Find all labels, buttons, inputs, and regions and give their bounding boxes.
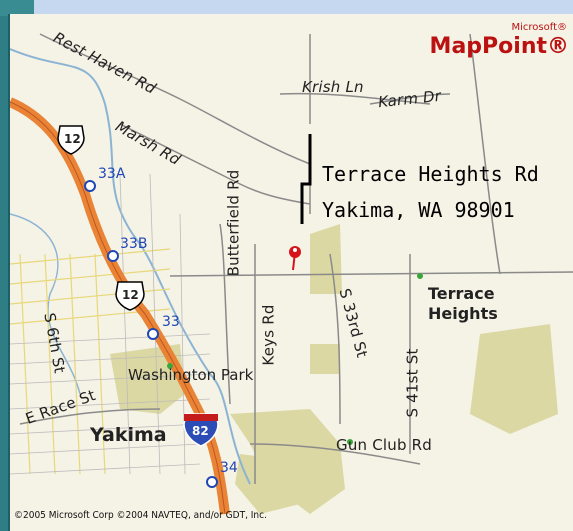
city-grid <box>10 248 171 475</box>
park-south <box>230 409 345 514</box>
park-areas <box>110 224 558 514</box>
route12-shield-a <box>57 125 85 155</box>
exit-label-34: 34 <box>220 460 238 476</box>
washington-park-dot <box>167 363 173 369</box>
exit-label-33a: 33A <box>98 166 126 182</box>
exit-label-33b: 33B <box>120 236 148 252</box>
address-line-1: Terrace Heights Rd <box>322 162 539 186</box>
river <box>10 48 251 485</box>
exit-markers <box>84 180 218 488</box>
place-label-terrace: Terrace <box>428 284 495 303</box>
exit-33-marker <box>147 328 159 340</box>
park-terrace-west <box>310 224 342 294</box>
i82-shield <box>183 413 219 447</box>
address-line-2: Yakima, WA 98901 <box>322 198 515 222</box>
route-12-label-a: 12 <box>64 132 81 146</box>
creek <box>10 213 81 395</box>
place-label-heights: Heights <box>428 304 498 323</box>
terrace-heights-dot <box>417 273 423 279</box>
exit-33a-marker <box>84 180 96 192</box>
route12-shield-b <box>115 281 145 311</box>
map-canvas <box>10 33 573 515</box>
route-12-label-b: 12 <box>122 288 139 302</box>
microsoft-brand: Microsoft® <box>511 22 567 33</box>
place-label-washington-park: Washington Park <box>128 366 254 384</box>
mappoint-logo: MapPoint® <box>429 34 569 59</box>
park-washington <box>110 344 185 414</box>
park-south-2 <box>235 454 300 514</box>
map-view[interactable]: Microsoft® MapPoint® Terrace Heights Rd … <box>8 14 573 531</box>
road-label-krish: Krish Ln <box>302 78 364 96</box>
exit-label-33: 33 <box>162 314 180 330</box>
road-label-butterfield: Butterfield Rd <box>224 169 243 277</box>
place-label-yakima: Yakima <box>90 424 167 446</box>
copyright-notice: ©2005 Microsoft Corp ©2004 NAVTEQ, and/o… <box>14 510 267 521</box>
park-small <box>310 344 340 374</box>
park-east <box>470 324 558 434</box>
road-label-keys: Keys Rd <box>259 304 278 366</box>
top-bar <box>0 0 573 16</box>
callout-lines <box>300 134 312 224</box>
roads <box>19 33 573 484</box>
road-label-gun-club: Gun Club Rd <box>336 436 432 454</box>
exit-33b-marker <box>107 250 119 262</box>
exit-34-marker <box>206 476 218 488</box>
gun-club-dot <box>347 439 353 445</box>
road-label-s41st: S 41st St <box>403 348 422 418</box>
top-left-tab <box>0 0 34 16</box>
pushpin <box>289 246 301 271</box>
i82-label: 82 <box>192 424 209 438</box>
